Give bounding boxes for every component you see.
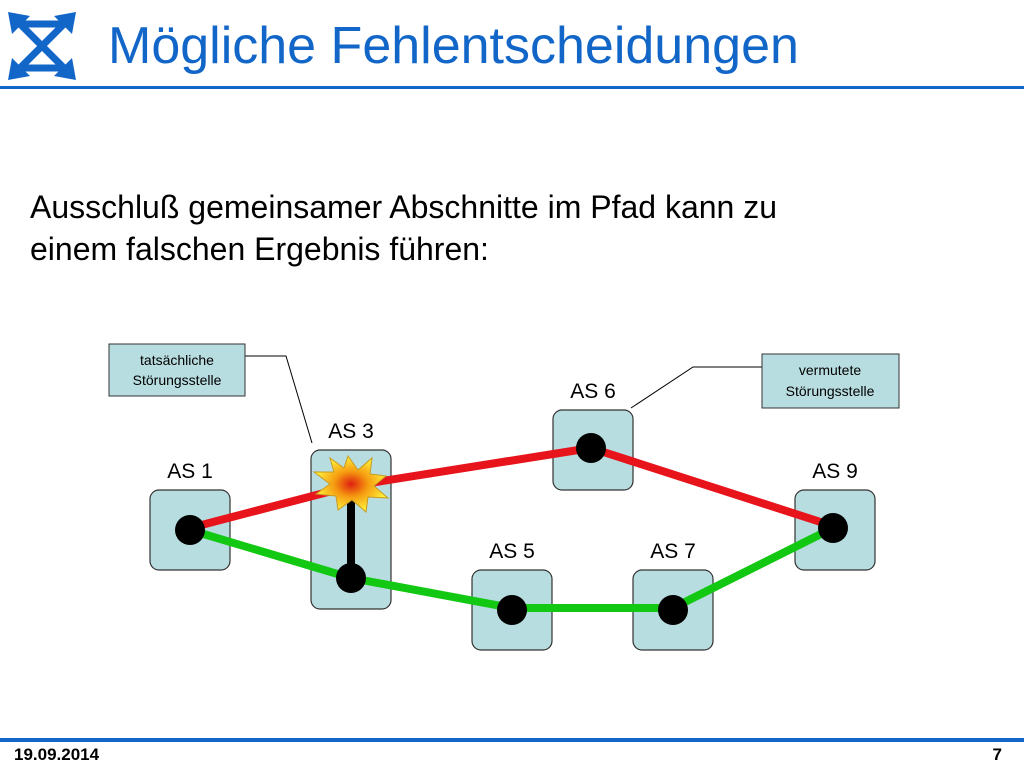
page-title: Mögliche Fehlentscheidungen (108, 17, 799, 75)
as5-label: AS 5 (489, 540, 535, 563)
assumed-fault-callout (761, 353, 900, 409)
explosion-icon (312, 454, 390, 513)
assumed-fault-leader (630, 366, 762, 409)
footer-date: 19.09.2014 (14, 745, 100, 764)
as7-label: AS 7 (650, 540, 696, 563)
page-number: 7 (992, 745, 1002, 764)
crossed-arrows-logo-icon (8, 12, 76, 80)
actual-fault-label-line-1: tatsächliche (140, 352, 214, 368)
body-text-line-1: Ausschluß gemeinsamer Abschnitte im Pfad… (30, 189, 778, 225)
body-text-line-2: einem falschen Ergebnis führen: (30, 231, 489, 267)
as1-label: AS 1 (167, 460, 213, 483)
as5-router-dot (497, 595, 527, 625)
actual-fault-callout (108, 343, 246, 397)
as1-router-dot (175, 515, 205, 545)
as9-label: AS 9 (812, 460, 858, 483)
as6-label: AS 6 (570, 380, 616, 403)
title-divider (0, 86, 1024, 89)
as7-router-dot (658, 595, 688, 625)
assumed-fault-label-line-1: vermutete (799, 362, 861, 378)
as6-router-dot (576, 433, 606, 463)
footer-divider (0, 738, 1024, 742)
body-text: Ausschluß gemeinsamer Abschnitte im Pfad… (30, 186, 990, 270)
red-path (188, 444, 835, 532)
actual-fault-leader (245, 355, 313, 444)
as3-label: AS 3 (328, 420, 374, 443)
assumed-fault-label-line-2: Störungsstelle (786, 383, 875, 399)
actual-fault-label-line-2: Störungsstelle (133, 372, 222, 388)
as3-router-dot (336, 563, 366, 593)
as9-router-dot (818, 513, 848, 543)
